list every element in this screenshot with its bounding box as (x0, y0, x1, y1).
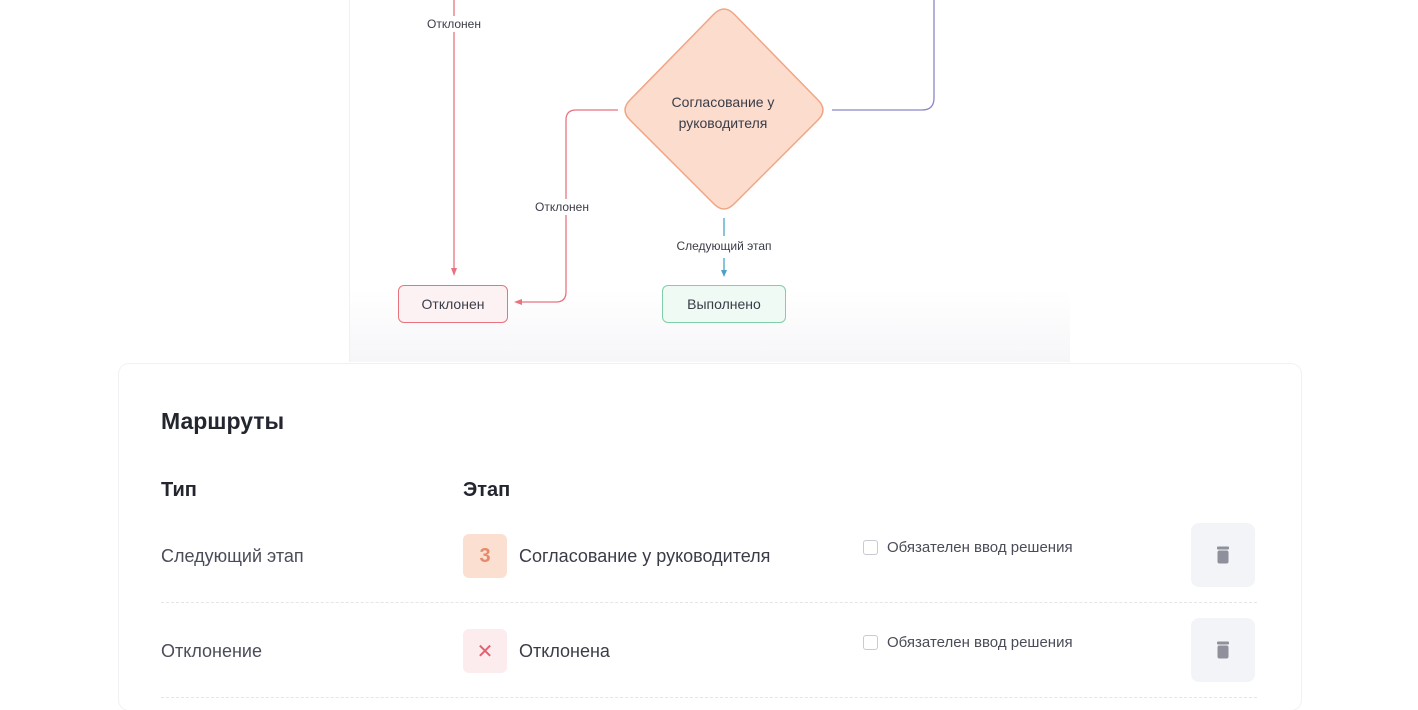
decision-required-label: Обязателен ввод решения (887, 539, 1073, 556)
node-done[interactable]: Выполнено (662, 285, 786, 323)
edge-label-rejected-top: Отклонен (424, 16, 484, 32)
decision-required-toggle[interactable]: Обязателен ввод решения (863, 634, 1073, 651)
edge-label-next-stage: Следующий этап (673, 238, 775, 254)
delete-route-button[interactable] (1191, 618, 1255, 682)
edge-label-rejected-left: Отклонен (532, 199, 592, 215)
stage-number-badge: 3 (463, 534, 507, 578)
decision-required-checkbox[interactable] (863, 635, 878, 650)
route-type: Следующий этап (161, 546, 304, 566)
decision-node-label[interactable]: Согласование у руководителя (671, 94, 775, 131)
column-header-type: Тип (161, 479, 197, 501)
routes-panel: Маршруты Тип Этап Следующий этап 3 Согла… (119, 364, 1301, 710)
route-diagram: Отклонен Отклонен Следующий этап Согласо… (349, 0, 1070, 362)
stage-name: Отклонена (519, 641, 610, 661)
routes-title: Маршруты (161, 408, 285, 434)
column-header-stage: Этап (463, 479, 511, 501)
diagram-connectors (451, 0, 935, 305)
decision-required-label: Обязателен ввод решения (887, 634, 1073, 651)
node-rejected[interactable]: Отклонен (398, 285, 508, 323)
edge-return-line (832, 0, 935, 111)
edge-next-arrow (721, 270, 727, 277)
decision-diamond (624, 8, 824, 210)
edge-rejected-top-arrow (451, 268, 457, 276)
close-icon: ✕ (463, 629, 507, 673)
route-type: Отклонение (161, 641, 262, 661)
edge-rejected-left-arrow (514, 299, 522, 305)
decision-required-toggle[interactable]: Обязателен ввод решения (863, 539, 1073, 556)
stage-name: Согласование у руководителя (519, 546, 771, 566)
trash-icon (1217, 546, 1229, 564)
route-row: Отклонение ✕ Отклонена Обязателен ввод р… (161, 617, 1257, 698)
route-row: Следующий этап 3 Согласование у руководи… (161, 522, 1257, 603)
decision-required-checkbox[interactable] (863, 540, 878, 555)
delete-route-button[interactable] (1191, 523, 1255, 587)
trash-icon (1217, 641, 1229, 659)
